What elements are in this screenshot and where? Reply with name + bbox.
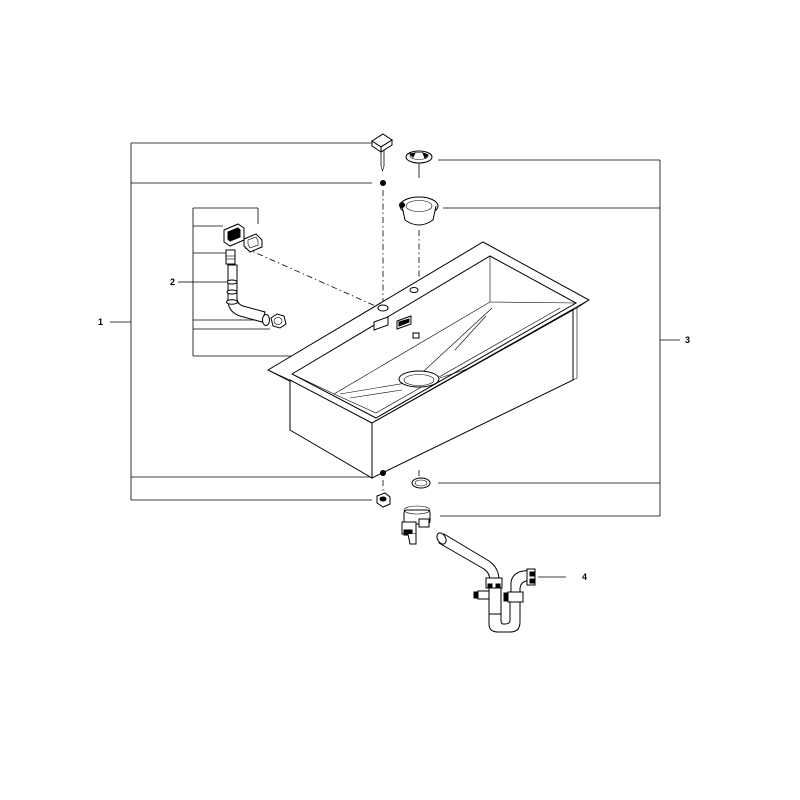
callout-3: 3 (685, 335, 690, 345)
overflow-gasket (243, 233, 263, 253)
small-washer-top (380, 180, 386, 186)
overflow-hose (226, 264, 266, 323)
callout-1: 1 (98, 317, 103, 327)
seal-ring (411, 477, 431, 489)
strainer-flange (399, 196, 439, 226)
overflow-washer (262, 314, 270, 326)
small-washer-bottom (380, 470, 386, 476)
group-2-leader-lines (178, 207, 392, 357)
siphon-trap (436, 532, 536, 633)
overflow-cover-plate (223, 223, 245, 247)
strainer-basket (405, 150, 433, 178)
plug-knob (371, 133, 393, 173)
callout-4: 4 (582, 572, 587, 582)
overflow-connector (225, 249, 236, 265)
group-3-leader-lines (438, 159, 680, 517)
drain-body (401, 505, 431, 545)
group-1-leader-lines (110, 142, 372, 501)
overflow-nut (270, 313, 287, 329)
sink-bowl (266, 241, 591, 479)
callout-2: 2 (170, 277, 175, 287)
small-nut (376, 492, 391, 508)
